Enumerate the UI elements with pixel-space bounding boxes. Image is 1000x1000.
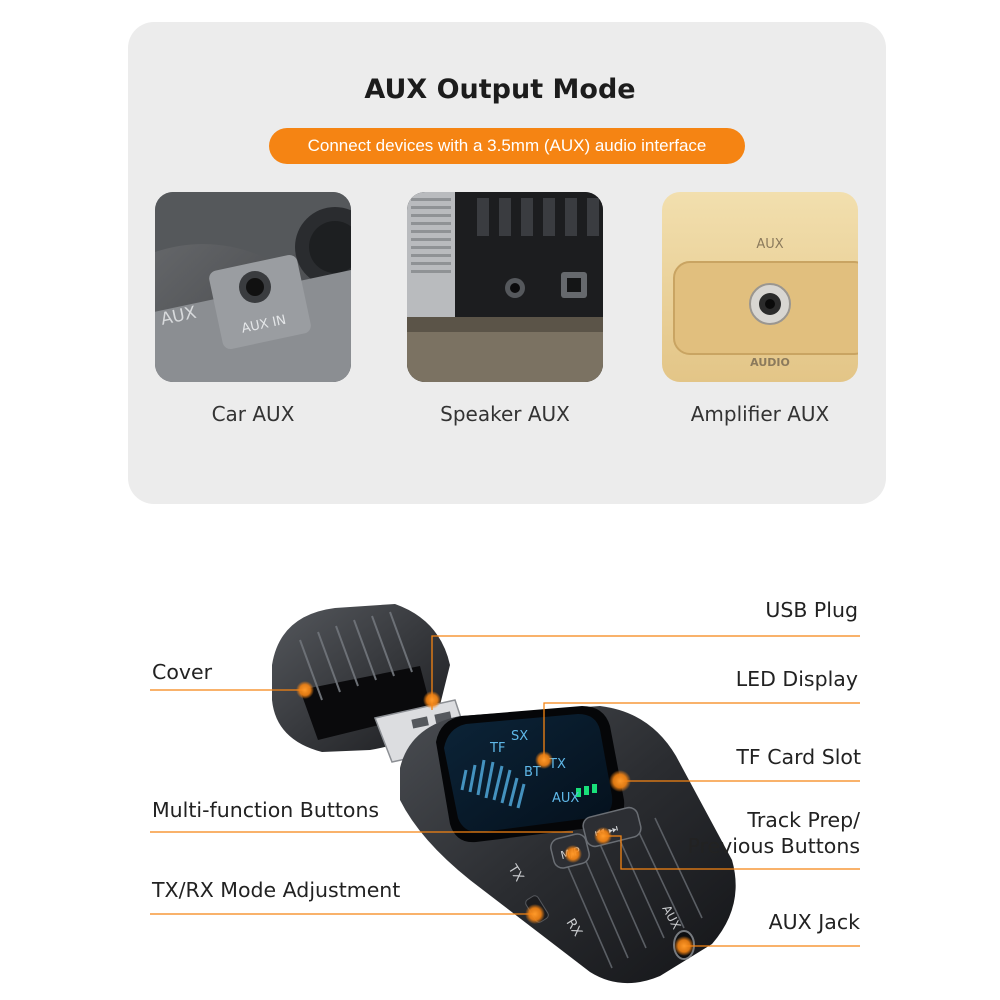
speaker-aux-caption: Speaker AUX	[440, 402, 570, 426]
callout-led-display: LED Display	[735, 667, 858, 691]
callout-cover: Cover	[152, 660, 213, 684]
screen-tf-text: TF	[489, 741, 505, 756]
amp-aux-label: AUX	[756, 237, 783, 252]
callout-txrx-mode: TX/RX Mode Adjustment	[152, 878, 401, 902]
device-diagram: SX TX TF BT AUX M/P ⏮ ⏭ AUX TX RX	[150, 604, 860, 984]
amplifier-aux-photo: AUX AUDIO	[662, 192, 858, 382]
callout-dots	[296, 681, 694, 956]
led-screen: SX TX TF BT AUX	[436, 706, 625, 843]
speaker-aux-photo	[407, 192, 603, 382]
callout-usb-plug: USB Plug	[765, 598, 858, 622]
car-aux-caption: Car AUX	[211, 402, 295, 426]
callout-multi-function-buttons: Multi-function Buttons	[152, 798, 380, 822]
callout-tf-card-slot: TF Card Slot	[736, 745, 861, 769]
screen-aux-text: AUX	[552, 791, 579, 806]
amplifier-aux-caption: Amplifier AUX	[690, 402, 830, 426]
subtitle-pill: Connect devices with a 3.5mm (AUX) audio…	[269, 128, 745, 164]
callout-aux-jack: AUX Jack	[768, 910, 860, 934]
screen-bt-text: BT	[524, 765, 541, 780]
amp-audio-label: AUDIO	[750, 356, 790, 369]
callout-lines	[150, 635, 860, 947]
page-title: AUX Output Mode	[364, 74, 636, 105]
screen-sx-text: SX	[511, 729, 528, 744]
car-aux-photo: AUX AUX IN	[155, 192, 351, 382]
callout-track-prep: Track Prep/	[747, 808, 860, 832]
callout-previous-buttons: Previous Buttons	[687, 834, 861, 858]
